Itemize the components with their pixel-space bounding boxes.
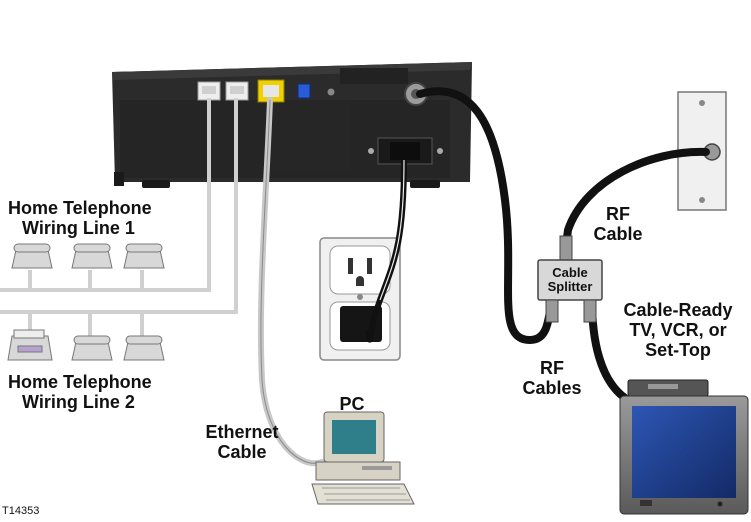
usb-port (297, 83, 311, 99)
telephone-line2 (7, 329, 165, 361)
label-rf-cables-row2: Cables (522, 378, 582, 398)
label-home-line2-row1: Home Telephone (8, 372, 152, 392)
cable-splitter (537, 235, 603, 323)
telephone-line1 (11, 243, 165, 269)
label-rf-cable: RF Cable (588, 204, 648, 244)
label-rf-cables: RF Cables (512, 358, 592, 398)
label-cable-splitter: Cable Splitter (538, 266, 602, 294)
label-home-telephone-line1: Home Telephone Wiring Line 1 (8, 198, 152, 238)
label-splitter-row1: Cable (552, 265, 588, 280)
label-splitter-row2: Splitter (547, 279, 593, 294)
power-port (368, 137, 443, 165)
label-home-line1-row2: Wiring Line 1 (22, 218, 135, 238)
label-rf-cables-row1: RF (540, 358, 564, 378)
label-pc: PC (339, 394, 365, 414)
label-cable-ready: Cable-Ready TV, VCR, or Set-Top (612, 300, 744, 360)
label-cable-ready-row2: TV, VCR, or (629, 320, 727, 340)
label-ethernet-row2: Cable (217, 442, 267, 462)
power-outlet (319, 237, 401, 361)
label-cable-ready-row3: Set-Top (645, 340, 711, 360)
figure-id: T14353 (2, 505, 40, 517)
reset-button (327, 88, 335, 96)
label-ethernet-cable: Ethernet Cable (196, 422, 288, 462)
rf-cable-modem (416, 87, 556, 345)
label-home-line2-row2: Wiring Line 2 (22, 392, 135, 412)
tv-with-set-top (619, 379, 749, 515)
label-rf-cable-row1: RF (606, 204, 630, 224)
label-home-telephone-line2: Home Telephone Wiring Line 2 (8, 372, 152, 412)
label-cable-ready-row1: Cable-Ready (623, 300, 733, 320)
label-home-line1-row1: Home Telephone (8, 198, 152, 218)
cable-modem (112, 62, 472, 188)
telephone-ports (197, 81, 249, 101)
label-rf-cable-row2: Cable (593, 224, 643, 244)
pc (311, 411, 415, 505)
label-ethernet-row1: Ethernet (205, 422, 279, 442)
rf-cable-wall (562, 147, 710, 249)
